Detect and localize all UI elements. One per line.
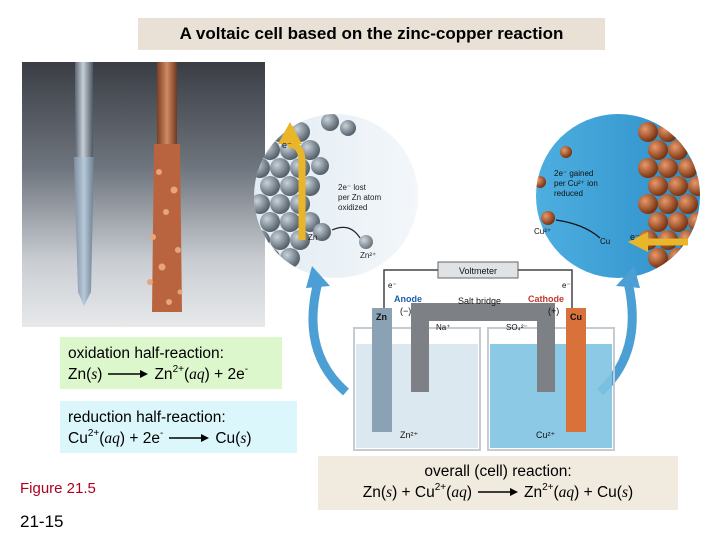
- overall-heading: overall (cell) reaction:: [424, 463, 572, 480]
- oxidation-heading: oxidation half-reaction:: [68, 345, 224, 362]
- voltmeter-label: Voltmeter: [459, 266, 497, 276]
- zinc-electrode-label: Zn: [376, 312, 387, 322]
- right-wire-electron: e⁻: [562, 281, 571, 290]
- copper-deposit: [147, 169, 183, 305]
- oxidation-half-reaction-box: oxidation half-reaction: Zn(s) Zn2+(aq) …: [60, 337, 282, 389]
- cathode-sign: (+): [548, 306, 559, 316]
- zn-atom-leaving: [313, 223, 331, 241]
- cathode-label: Cathode: [528, 294, 564, 304]
- zn-solution-ion: Zn²⁺: [400, 430, 419, 440]
- cathode-circle-cu-ion: Cu²⁺: [534, 227, 551, 236]
- reduction-half-reaction-box: reduction half-reaction: Cu2+(aq) + 2e- …: [60, 401, 297, 453]
- cathode-circle-electron: e⁻: [630, 232, 640, 242]
- cathode-caption-line-1: 2e⁻ gained: [554, 169, 593, 178]
- voltaic-cell-diagram: e⁻ 2e⁻ lost per Zn atom oxidized Zn Zn²⁺: [248, 92, 713, 455]
- cu-solution-ion: Cu²⁺: [536, 430, 556, 440]
- anode-caption-line-3: oxidized: [338, 203, 367, 212]
- reaction-arrow-icon: [477, 487, 518, 496]
- anode-label: Anode: [394, 294, 422, 304]
- reduction-equation: Cu2+(aq) + 2e- Cu(s): [68, 428, 289, 449]
- anode-magnified-view: e⁻ 2e⁻ lost per Zn atom oxidized Zn Zn²⁺: [254, 114, 418, 278]
- left-wire-electron: e⁻: [388, 281, 397, 290]
- copper-strip-upper: [157, 62, 177, 144]
- cathode-circle-cu-atom: Cu: [600, 237, 610, 246]
- right-zoom-arrowhead: [616, 266, 640, 288]
- zn-ion-release-arrow: [331, 226, 361, 239]
- reaction-arrow-icon: [108, 369, 149, 378]
- zinc-electrode: [372, 308, 392, 432]
- anode-circle-zn-atom: Zn: [308, 233, 317, 242]
- copper-electrode-label: Cu: [570, 312, 582, 322]
- overall-reaction-box: overall (cell) reaction: Zn(s) + Cu2+(aq…: [318, 456, 678, 510]
- copper-strip-lower: [152, 144, 182, 312]
- cathode-electron-arrowhead: [628, 232, 648, 252]
- cu-ion-deposit-arrow: [555, 219, 601, 239]
- oxidation-product: Zn2+(aq) + 2e-: [154, 363, 249, 383]
- salt-bridge-label: Salt bridge: [458, 296, 501, 306]
- oxidation-reactant: Zn(s): [68, 366, 103, 383]
- anode-caption-line-2: per Zn atom: [338, 193, 381, 202]
- cathode-caption-line-3: reduced: [554, 189, 583, 198]
- zinc-strip-upper: [75, 62, 93, 157]
- slide-title-text: A voltaic cell based on the zinc-copper …: [179, 24, 564, 43]
- figure-label: Figure 21.5: [20, 480, 96, 497]
- left-wire: [383, 269, 438, 308]
- salt-bridge-tube: [411, 303, 555, 392]
- anode-electron-arrowhead: [278, 122, 302, 144]
- anode-caption-line-1: 2e⁻ lost: [338, 183, 367, 192]
- reduction-product: Cu(s): [215, 430, 252, 447]
- zn-ion-released: [359, 235, 373, 249]
- zinc-strip-lower: [74, 157, 94, 306]
- anode-sign: (−): [400, 306, 411, 316]
- page-number: 21-15: [20, 512, 64, 531]
- left-zoom-arrowhead: [306, 266, 330, 288]
- so4-ion-label: SO₄²⁻: [506, 323, 528, 332]
- reaction-arrow-icon: [169, 433, 210, 442]
- reduction-heading: reduction half-reaction:: [68, 409, 226, 426]
- oxidation-equation: Zn(s) Zn2+(aq) + 2e-: [68, 364, 274, 385]
- voltaic-cell-drawing: e⁻ 2e⁻ lost per Zn atom oxidized Zn Zn²⁺: [254, 114, 700, 451]
- left-zoom-arrow: [308, 280, 350, 396]
- overall-products: Zn2+(aq) + Cu(s): [523, 481, 634, 501]
- cathode-caption-line-2: per Cu²⁺ ion: [554, 179, 598, 188]
- reduction-reactant: Cu2+(aq) + 2e-: [68, 427, 164, 447]
- slide-title: A voltaic cell based on the zinc-copper …: [138, 18, 605, 50]
- cathode-magnified-view: 2e⁻ gained per Cu²⁺ ion reduced Cu²⁺ Cu …: [534, 114, 700, 278]
- anode-circle-electron: e⁻: [282, 140, 292, 150]
- overall-reactants: Zn(s) + Cu2+(aq): [362, 481, 472, 501]
- cu-ion-arriving: [541, 211, 555, 225]
- anode-circle-zn-ion: Zn²⁺: [360, 251, 376, 260]
- na-ion-label: Na⁺: [436, 323, 450, 332]
- overall-equation: Zn(s) + Cu2+(aq) Zn2+(aq) + Cu(s): [326, 482, 670, 503]
- right-wire: [518, 269, 573, 308]
- electrode-photo-drawing: [74, 62, 183, 312]
- copper-electrode: [566, 308, 586, 432]
- electrode-photo: [22, 62, 265, 327]
- anode-electron-flow-arrow: [287, 140, 306, 240]
